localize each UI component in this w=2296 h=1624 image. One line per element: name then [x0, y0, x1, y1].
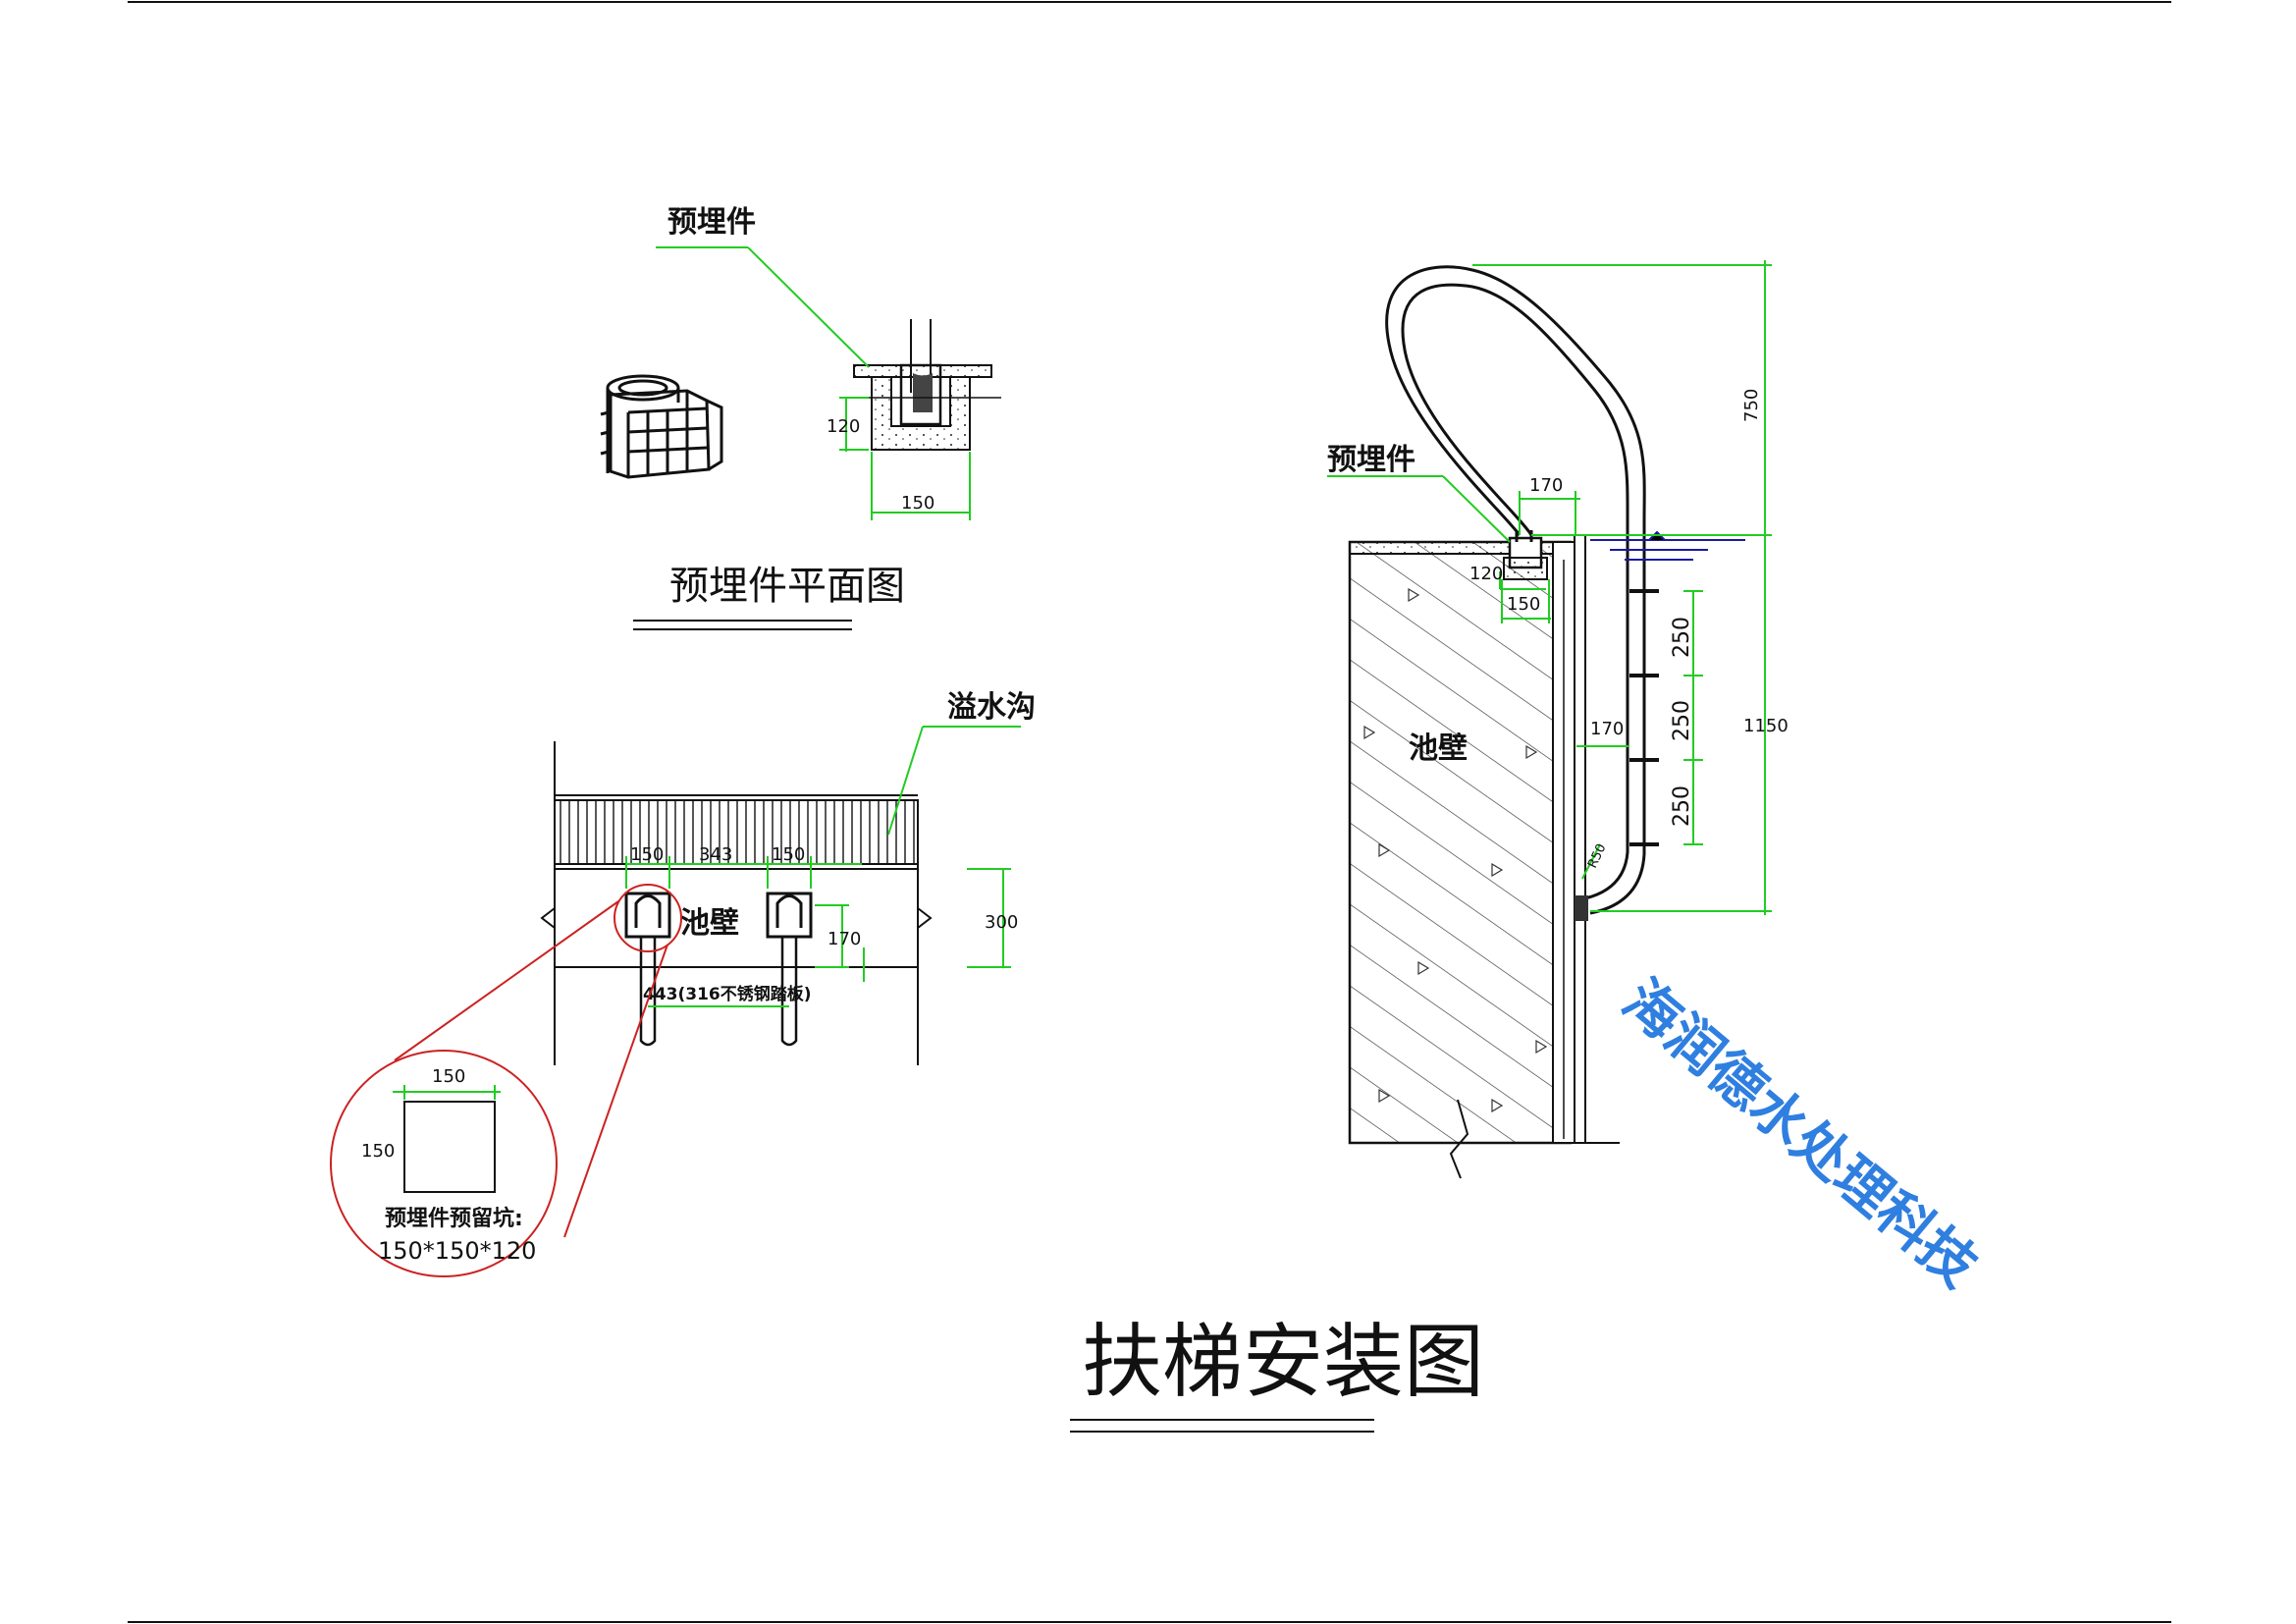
- watermark: 海润德水处理科技: [1611, 968, 1989, 1300]
- main-title: 扶梯安装图: [1082, 1316, 1484, 1409]
- ladder-handrail: [1385, 265, 1646, 915]
- section-dim-150: 150: [901, 493, 934, 514]
- embedded-part-leader-diagonal: [747, 246, 870, 368]
- pit-dimensions: [393, 1085, 501, 1100]
- embedded-part-isometric: [600, 374, 723, 479]
- section-dim-120: 120: [827, 416, 860, 437]
- section-dimensions: [839, 397, 971, 520]
- plan-dim-300: 300: [985, 912, 1018, 933]
- side-dim-1150: 1150: [1743, 716, 1789, 736]
- ladder-wall-anchor: [1575, 895, 1588, 921]
- plan-dim-170: 170: [828, 929, 861, 949]
- overflow-gutter-label: 溢水沟: [947, 690, 1036, 725]
- side-dim-250-b: 250: [1670, 700, 1694, 741]
- embedded-part-label: 预埋件: [667, 205, 756, 240]
- callout-line-lower: [563, 944, 668, 1238]
- tread-note: 443(316不锈钢踏板): [643, 984, 812, 1004]
- side-pool-wall-label: 池壁: [1409, 731, 1468, 766]
- side-dim-120: 120: [1469, 564, 1503, 584]
- plan-dim-150-right: 150: [772, 844, 805, 865]
- plan-dim-150-left: 150: [630, 844, 664, 865]
- side-dim-750: 750: [1741, 389, 1762, 422]
- plan-view: [540, 741, 933, 1065]
- side-dimensions: [1472, 260, 1772, 915]
- callout-detail-circle: [330, 1050, 558, 1277]
- embedded-part-section: [842, 319, 1001, 451]
- water-level: [1590, 530, 1745, 561]
- plan-pool-wall-label: 池壁: [680, 906, 739, 941]
- callout-line-upper: [394, 900, 619, 1061]
- gutter-leader-diagonal: [887, 726, 924, 836]
- side-embedded-part-label: 预埋件: [1327, 443, 1415, 477]
- ladder-handrail-inner: [1401, 283, 1629, 900]
- pit-square: [403, 1101, 496, 1193]
- side-dim-radius: R50: [1585, 841, 1609, 871]
- plan-dimensions: [625, 856, 1011, 1007]
- embedded-part-plan-title: 预埋件平面图: [669, 564, 905, 609]
- side-dim-170-mid: 170: [1590, 719, 1624, 739]
- side-section: [1348, 530, 1620, 1179]
- callout-small-circle: [614, 884, 682, 952]
- side-dim-170-top: 170: [1529, 475, 1563, 496]
- pit-dim-width: 150: [432, 1066, 465, 1087]
- plan-dim-343: 343: [699, 844, 732, 865]
- side-dim-150: 150: [1507, 594, 1540, 615]
- side-dim-250-a: 250: [1670, 617, 1694, 658]
- pit-title: 预埋件预留坑:: [385, 1206, 523, 1231]
- pit-size: 150*150*120: [378, 1237, 536, 1265]
- ladder-treads: [1629, 589, 1659, 846]
- side-dim-250-c: 250: [1670, 785, 1694, 827]
- side-embedded-leader-diagonal: [1442, 475, 1511, 543]
- pit-dim-height: 150: [361, 1141, 395, 1162]
